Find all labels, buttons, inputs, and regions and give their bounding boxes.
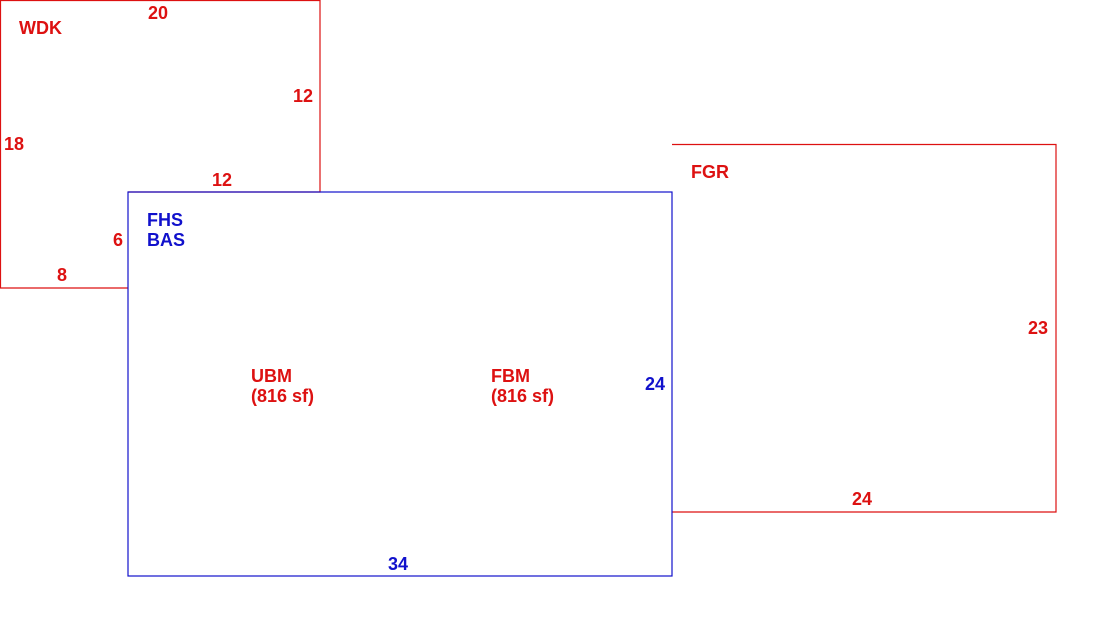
wdk-bottom-dimension: 8 [57,265,67,285]
fgr-outline [672,143,1057,513]
bas-bottom-dimension: 34 [388,554,408,574]
bas-code-label: BAS [147,230,185,250]
fbm-code-label: FBM [491,366,530,386]
bas-outline [127,191,673,577]
wdk-inner-side-dimension: 6 [113,230,123,250]
wdk-code-label: WDK [19,18,62,38]
fgr-bottom-dimension: 24 [852,489,872,509]
ubm-code-label: UBM [251,366,292,386]
wdk-top-dimension: 20 [148,3,168,23]
wdk-inner-top-dimension: 12 [212,170,232,190]
bas-right-dimension: 24 [645,374,665,394]
wdk-left-dimension: 18 [4,134,24,154]
wdk-right-dimension: 12 [293,86,313,106]
ubm-area-label: (816 sf) [251,386,314,406]
fbm-area-label: (816 sf) [491,386,554,406]
fhs-code-label: FHS [147,210,183,230]
fgr-code-label: FGR [691,162,729,182]
fgr-right-dimension: 23 [1028,318,1048,338]
